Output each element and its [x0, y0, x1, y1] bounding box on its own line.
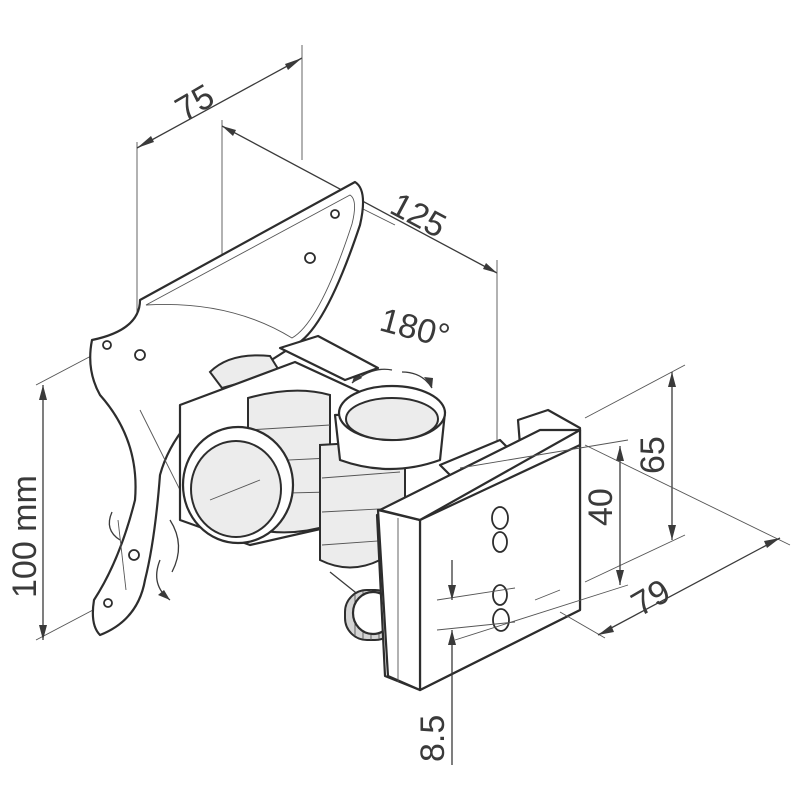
bracket-hole-icon: [492, 531, 508, 553]
dimension-8-5: 8.5: [414, 560, 516, 765]
dimension-79: 79: [559, 444, 791, 639]
dimension-100mm: 100 mm: [6, 344, 113, 641]
dimension-180-rotation: 180°: [351, 301, 454, 389]
vesa-hole-icon: [134, 349, 146, 361]
vesa-hole-icon: [128, 549, 140, 561]
bracket-hole-icon: [492, 584, 508, 606]
bracket-hole-icon: [492, 608, 510, 632]
vesa-hole-icon: [103, 598, 113, 608]
dimension-8-5-label: 8.5: [414, 715, 452, 762]
tilt-arrow-icon: [156, 559, 171, 601]
dimension-65-label: 65: [634, 436, 672, 474]
wall-bracket: [375, 408, 582, 692]
dimension-65: 65: [584, 364, 686, 583]
vesa-hole-icon: [330, 209, 340, 219]
bracket-hole-icon: [491, 506, 509, 530]
vesa-hole-icon: [304, 252, 316, 264]
vesa-hole-icon: [102, 340, 112, 350]
dimension-75-label: 75: [169, 77, 221, 129]
dimension-125-label: 125: [384, 186, 452, 246]
dimension-40-label: 40: [582, 488, 620, 526]
vesa-plate: [89, 180, 365, 637]
dimension-40: 40: [454, 439, 629, 641]
dimension-100-label: 100 mm: [6, 475, 44, 598]
tilt-hinge: [178, 354, 362, 547]
rotation-label: 180°: [376, 301, 454, 356]
